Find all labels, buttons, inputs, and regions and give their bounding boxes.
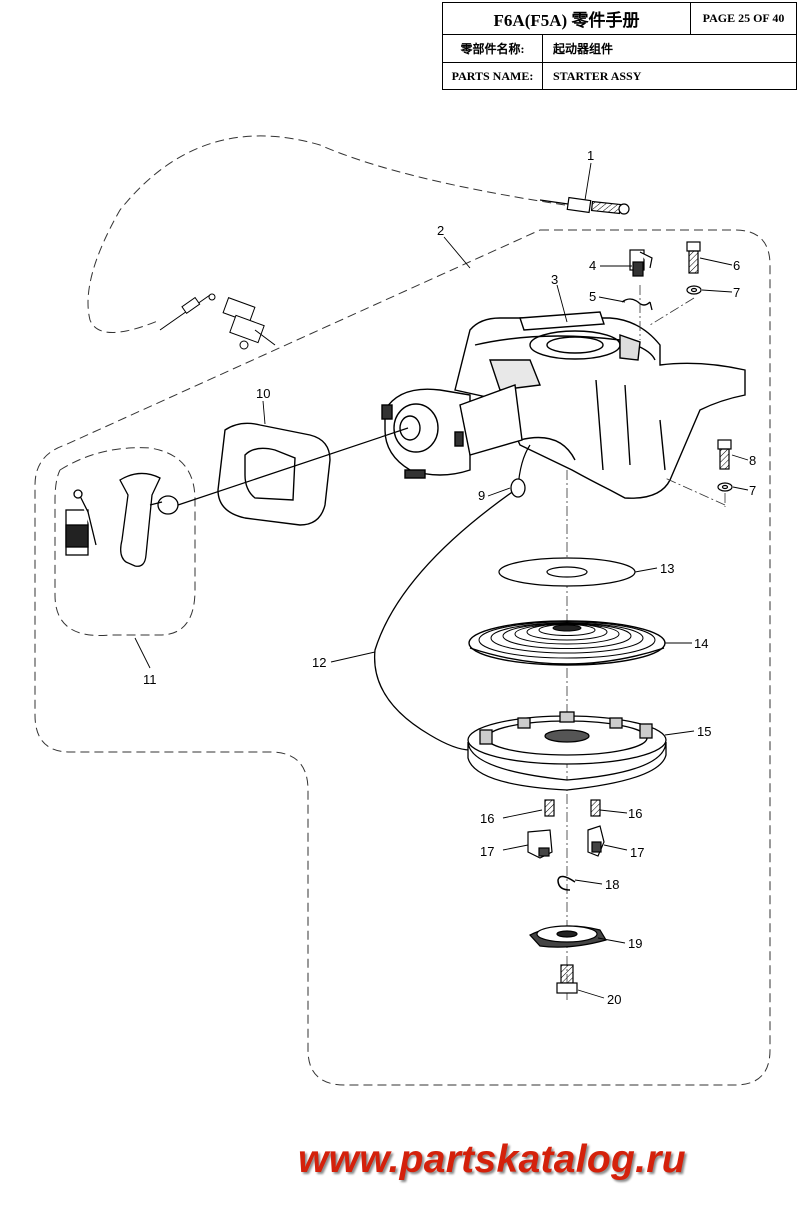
callout-7a: 7 <box>733 285 740 300</box>
rope-guide-housing <box>381 384 523 479</box>
part-20-bolt <box>556 964 578 994</box>
part-16-springs <box>544 799 601 817</box>
part-17-ratchets <box>527 825 605 859</box>
part-1-cable-end <box>539 196 630 215</box>
group-outline-11 <box>54 447 196 636</box>
group-outline-2 <box>34 229 771 1086</box>
leader-lines <box>134 162 749 999</box>
callout-12: 12 <box>312 655 326 670</box>
manual-title: F6A(F5A) 零件手册 <box>443 3 691 34</box>
part-3-starter-case <box>454 311 746 499</box>
page-number: PAGE 25 OF 40 <box>702 11 785 25</box>
parts-name-en-row: PARTS NAME: STARTER ASSY <box>443 63 796 89</box>
part-7-washer-lower <box>717 482 733 492</box>
cable-routing-path <box>87 135 566 333</box>
watermark-url: www.partskatalog.ru <box>298 1138 686 1181</box>
callout-6: 6 <box>733 258 740 273</box>
callout-19: 19 <box>628 936 642 951</box>
callout-20: 20 <box>607 992 621 1007</box>
part-9-rope-ring <box>510 478 526 498</box>
part-8-bolt <box>717 439 732 470</box>
callout-11: 11 <box>143 672 157 687</box>
callout-13: 13 <box>660 561 674 576</box>
title-block: F6A(F5A) 零件手册 PAGE 25 OF 40 零部件名称: 起动器组件… <box>442 2 797 90</box>
parts-name-cn-row: 零部件名称: 起动器组件 <box>443 35 796 63</box>
part-13-plate <box>498 557 636 587</box>
part-5-spring <box>621 298 653 311</box>
title-row: F6A(F5A) 零件手册 PAGE 25 OF 40 <box>443 3 796 35</box>
callout-3: 3 <box>551 272 558 287</box>
part-14-recoil-spring <box>468 620 666 666</box>
callout-1: 1 <box>587 148 594 163</box>
callout-16b: 16 <box>628 806 642 821</box>
part-12-rope <box>373 487 519 751</box>
starter-rope-upper <box>177 427 409 506</box>
callout-15: 15 <box>697 724 711 739</box>
part-15-reel <box>467 711 667 791</box>
callout-10: 10 <box>256 386 270 401</box>
part-10-grommet <box>217 422 331 526</box>
callout-5: 5 <box>589 289 596 304</box>
part-19-friction-plate <box>529 925 607 948</box>
parts-name-cn-label: 零部件名称: <box>443 35 543 62</box>
callout-18: 18 <box>605 877 619 892</box>
callout-14: 14 <box>694 636 708 651</box>
part-6-bolt <box>686 241 701 274</box>
callout-4: 4 <box>589 258 596 273</box>
part-11-starter-handle <box>65 472 179 567</box>
callout-8: 8 <box>749 453 756 468</box>
callout-16a: 16 <box>480 811 494 826</box>
callout-2: 2 <box>437 223 444 238</box>
callout-7b: 7 <box>749 483 756 498</box>
callout-17b: 17 <box>630 845 644 860</box>
parts-name-en-label: PARTS NAME: <box>443 63 543 89</box>
callout-17a: 17 <box>480 844 494 859</box>
part-7-washer-upper <box>686 285 702 295</box>
parts-name-en-value: STARTER ASSY <box>553 68 642 83</box>
callout-9: 9 <box>478 488 485 503</box>
part-4-stopper <box>629 249 653 277</box>
linkage-parts <box>159 293 276 350</box>
parts-name-cn-value: 起动器组件 <box>553 42 614 56</box>
part-18-clip <box>557 875 576 891</box>
